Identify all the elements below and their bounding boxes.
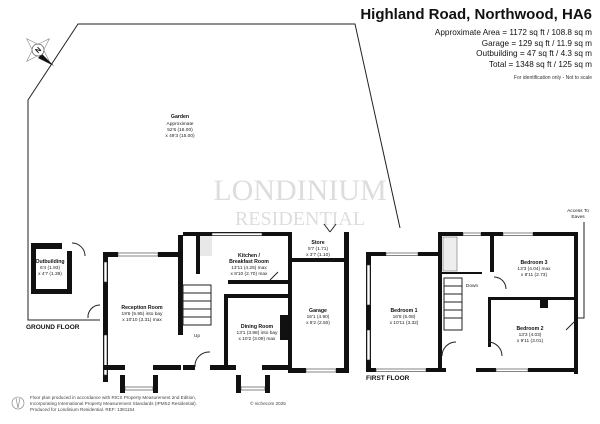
svg-text:13'3 (4.03): 13'3 (4.03) [519,332,542,338]
svg-text:13'3 (4.04) max: 13'3 (4.04) max [517,266,551,272]
room-bedroom-3: Bedroom 3 13'3 (4.04) max x 8'11 (2.73) [517,260,551,278]
svg-text:x 49'3 (15.00): x 49'3 (15.00) [165,133,195,139]
svg-text:x 8'10 (2.70) max: x 8'10 (2.70) max [231,271,269,277]
copyright: © nichecom 2025 [250,401,286,406]
watermark-subtext: RESIDENTIAL [235,208,365,230]
room-dining: Dining Room 13'1 (3.98) into bay x 10'2 … [237,324,279,342]
compass-icon: N [26,38,54,66]
stairs-down-label: Down [466,283,479,289]
disclaimer-note: For identification only - Not to scale [513,75,592,81]
svg-text:x 8'2 (2.50): x 8'2 (2.50) [306,320,330,326]
svg-text:x 8'11 (2.73): x 8'11 (2.73) [521,272,548,278]
svg-text:Eaves: Eaves [571,214,585,220]
area-approximate: Approximate Area = 1172 sq ft / 108.8 sq… [434,28,592,37]
svg-text:16'1 (4.90): 16'1 (4.90) [307,314,330,320]
svg-text:Bedroom 3: Bedroom 3 [520,260,547,266]
svg-text:Breakfast Room: Breakfast Room [229,259,269,265]
compass-north-label: N [34,46,43,55]
svg-text:Outbuilding: Outbuilding [35,259,64,265]
svg-text:x 4'7 (1.39): x 4'7 (1.39) [38,271,62,277]
room-garage: Garage 16'1 (4.90) x 8'2 (2.50) [306,308,330,326]
svg-text:6'4 (1.93): 6'4 (1.93) [40,265,61,271]
room-bedroom-1: Bedroom 1 16'8 (5.08) x 10'11 (3.32) [390,308,419,326]
room-outbuilding: Outbuilding 6'4 (1.93) x 4'7 (1.39) [31,242,86,294]
garden-boundary [27,23,401,321]
area-total: Total = 1348 sq ft / 125 sq m [488,59,592,69]
svg-text:13'1 (3.98) into bay: 13'1 (3.98) into bay [237,330,279,336]
svg-text:Reception Room: Reception Room [121,305,163,311]
first-floor-label: FIRST FLOOR [366,375,410,382]
svg-text:Bedroom 2: Bedroom 2 [516,326,543,332]
room-store: Store 5'7 (1.71) x 3'7 (1.10) [306,240,330,258]
svg-text:5'7 (1.71): 5'7 (1.71) [308,246,329,252]
first-floor-walls [366,222,585,374]
eaves-access-label: Access To Eaves [567,208,589,220]
svg-text:x 10'2 (3.09) max: x 10'2 (3.09) max [239,336,277,342]
svg-text:x 10'11 (3.32): x 10'11 (3.32) [390,320,419,326]
footer-line: Floor plan produced in accordance with R… [30,395,196,400]
svg-text:Access To: Access To [567,208,589,214]
footer-line: Incorporating International Property Mea… [30,401,197,406]
svg-text:Store: Store [311,240,324,246]
svg-text:13'11 (4.25) max: 13'11 (4.25) max [231,265,267,271]
svg-text:x 10'10 (3.31) max: x 10'10 (3.31) max [122,317,162,323]
svg-text:Kitchen /: Kitchen / [238,253,260,259]
ground-floor-label: GROUND FLOOR [26,324,80,331]
footer-notes: Floor plan produced in accordance with R… [30,395,197,413]
area-garage: Garage = 129 sq ft / 11.9 sq m [481,38,592,48]
watermark-text: LONDINIUM [213,174,386,207]
ground-floor-walls [103,223,349,393]
svg-text:52'6 (16.00): 52'6 (16.00) [167,127,193,133]
rics-logo-icon [11,396,25,410]
area-summary: Approximate Area = 1172 sq ft / 108.8 sq… [435,28,592,70]
svg-text:19'6 (5.95) into bay: 19'6 (5.95) into bay [122,311,164,317]
svg-text:Dining Room: Dining Room [241,324,274,330]
stairs-up-label: Up [194,333,200,339]
svg-text:x 3'7 (1.10): x 3'7 (1.10) [306,252,330,258]
footer-line: Produced for Londinium Residential. REF:… [30,407,135,412]
area-outbuilding: Outbuilding = 47 sq ft / 4.3 sq m [476,49,592,58]
property-title: Highland Road, Northwood, HA6 [360,6,592,23]
svg-text:Garage: Garage [309,308,327,314]
svg-text:16'8 (5.08): 16'8 (5.08) [393,314,416,320]
svg-text:Garden: Garden [171,114,189,120]
svg-text:Bedroom 1: Bedroom 1 [390,308,417,314]
room-bedroom-2: Bedroom 2 13'3 (4.03) x 9'11 (3.01) [516,326,543,344]
room-reception: Reception Room 19'6 (5.95) into bay x 10… [121,305,163,323]
svg-text:x 9'11 (3.01): x 9'11 (3.01) [517,338,544,344]
garden-label: Garden Approximate 52'6 (16.00) x 49'3 (… [165,114,195,139]
svg-text:Approximate: Approximate [167,121,194,127]
room-kitchen: Kitchen / Breakfast Room 13'11 (4.25) ma… [229,253,269,277]
